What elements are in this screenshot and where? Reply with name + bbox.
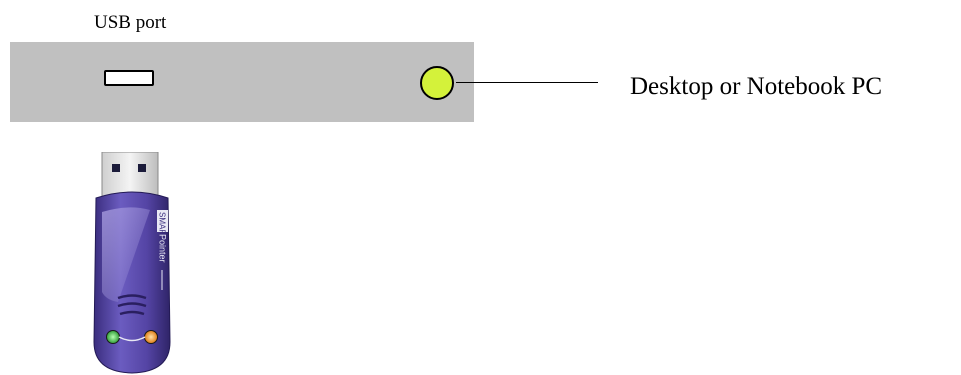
orange-led-icon (145, 331, 158, 344)
pc-panel (10, 42, 474, 122)
connector-line (456, 82, 598, 83)
connection-indicator-dot (420, 66, 454, 100)
usb-flash-drive: SMART Pointer (88, 152, 176, 374)
usb-port-slot (104, 70, 154, 86)
green-led-icon (107, 331, 120, 344)
pc-label: Desktop or Notebook PC (630, 73, 882, 101)
usb-flash-drive-icon: SMART Pointer (88, 152, 176, 374)
drive-model-text: Pointer (158, 234, 168, 263)
usb-port-label: USB port (94, 12, 166, 34)
